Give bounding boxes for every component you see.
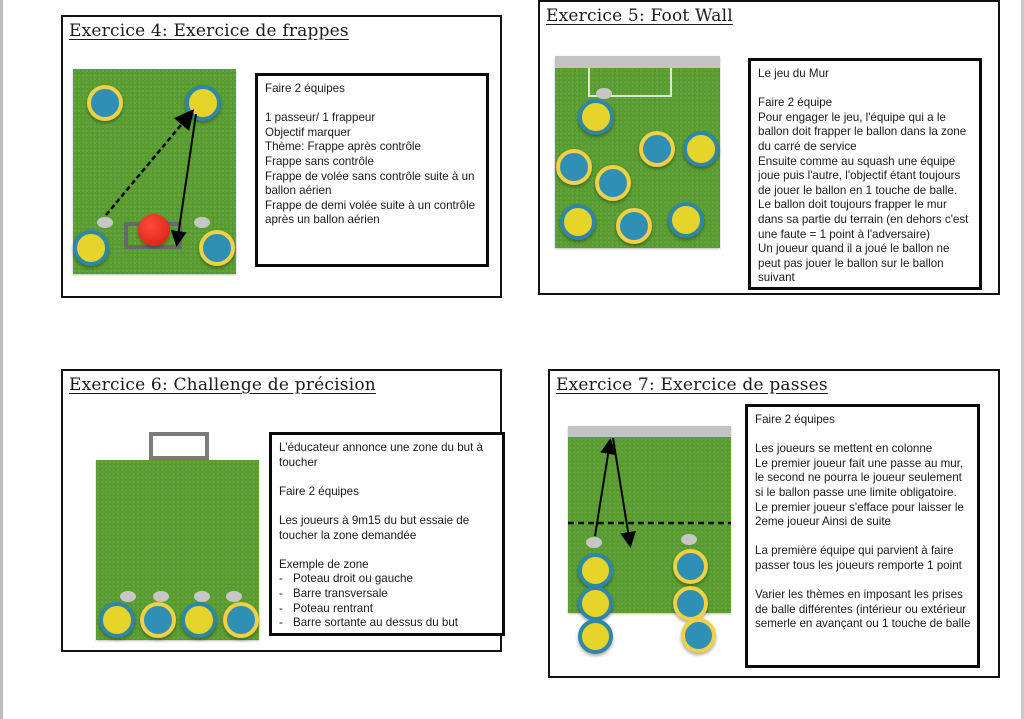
exercise-7-field bbox=[568, 426, 731, 654]
cone bbox=[153, 591, 169, 602]
player-blue bbox=[639, 131, 675, 167]
description-line: Le premier joueur s'efface pour laisser … bbox=[755, 500, 964, 529]
player-blue bbox=[199, 230, 235, 266]
player-yellow bbox=[578, 99, 614, 135]
description-line: Faire 2 équipes bbox=[265, 82, 345, 95]
zone-list-item: -Barre sortante au dessus du but bbox=[279, 616, 458, 630]
exercise-7-description: Faire 2 équipes Les joueurs se mettent e… bbox=[745, 404, 980, 668]
description-line: Frappe de volée sans contrôle suite à un… bbox=[265, 169, 475, 198]
zone-list-item: -Poteau rentrant bbox=[279, 601, 373, 615]
solid-shot-arrow bbox=[170, 113, 197, 247]
description-line: Les joueurs à 9m15 du but essaie de touc… bbox=[279, 513, 470, 542]
player-yellow bbox=[181, 602, 217, 638]
wall bbox=[555, 56, 720, 68]
description-line: Objectif marquer bbox=[265, 125, 351, 139]
cone bbox=[194, 217, 210, 228]
cone bbox=[120, 591, 136, 602]
exercise-7-panel: Exercice 7: Exercice de passes Faire 2 é… bbox=[548, 369, 1000, 678]
player-yellow bbox=[578, 619, 613, 654]
player-blue bbox=[673, 549, 708, 584]
description-line: Pour engager le jeu, l'équipe qui a le b… bbox=[758, 110, 967, 153]
exercise-4-title: Exercice 4: Exercice de frappes bbox=[69, 21, 349, 41]
exercise-6-title: Exercice 6: Challenge de précision bbox=[69, 375, 376, 395]
description-line: Un joueur quand il a joué le ballon ne p… bbox=[758, 242, 950, 285]
description-line: Le ballon doit toujours frapper le mur d… bbox=[758, 198, 969, 241]
description-line: L'éducateur annonce une zone du but à to… bbox=[279, 441, 483, 469]
description-line: Le premier joueur fait une passe au mur,… bbox=[755, 456, 964, 499]
player-blue bbox=[616, 208, 652, 244]
exercise-5-field bbox=[555, 56, 720, 248]
service-zone bbox=[588, 68, 672, 97]
cone bbox=[97, 217, 113, 228]
player-blue bbox=[673, 586, 708, 621]
player-yellow bbox=[560, 204, 596, 240]
player-blue bbox=[140, 602, 176, 638]
player-blue bbox=[595, 165, 631, 201]
exercise-5-panel: Exercice 5: Foot Wall Le jeu du Mur Fair… bbox=[538, 0, 1000, 295]
cone bbox=[226, 591, 242, 602]
cone bbox=[586, 537, 602, 548]
wall bbox=[568, 426, 731, 437]
cone bbox=[681, 534, 697, 545]
description-line: Frappe sans contrôle bbox=[265, 154, 374, 168]
player-blue bbox=[87, 85, 123, 121]
player-yellow bbox=[185, 85, 221, 121]
exercise-7-title: Exercice 7: Exercice de passes bbox=[556, 375, 828, 395]
player-blue bbox=[556, 149, 592, 185]
description-line: Exemple de zone bbox=[279, 557, 369, 571]
description-line: Le jeu du Mur bbox=[758, 67, 829, 80]
exercise-4-field bbox=[73, 69, 236, 274]
page-edge-right bbox=[1021, 0, 1024, 719]
goal-frame bbox=[149, 432, 209, 460]
cone bbox=[596, 88, 612, 99]
description-line: Faire 2 équipes bbox=[755, 413, 835, 426]
player-blue bbox=[681, 618, 716, 653]
cone bbox=[194, 591, 210, 602]
exercise-6-description: L'éducateur annonce une zone du but à to… bbox=[269, 432, 505, 636]
description-line: 1 passeur/ 1 frappeur bbox=[265, 111, 376, 125]
description-line: Les joueurs se mettent en colonne bbox=[755, 442, 933, 456]
player-yellow bbox=[683, 131, 719, 167]
exercise-5-description: Le jeu du Mur Faire 2 équipe Pour engage… bbox=[748, 58, 982, 290]
exercise-7-arrows bbox=[568, 437, 731, 548]
exercise-4-description: Faire 2 équipes 1 passeur/ 1 frappeur Ob… bbox=[255, 73, 489, 267]
player-yellow bbox=[73, 230, 109, 266]
description-line: Ensuite comme au squash une équipe joue … bbox=[758, 154, 961, 197]
player-yellow bbox=[668, 202, 704, 238]
description-line: Frappe de demi volée suite à un contrôle… bbox=[265, 198, 476, 227]
description-line: Thème: Frappe après contrôle bbox=[265, 140, 421, 154]
exercise-6-field bbox=[96, 460, 259, 640]
zone-list-item: -Poteau droit ou gauche bbox=[279, 572, 413, 586]
description-line: Faire 2 équipes bbox=[279, 484, 359, 498]
pass-to-wall-arrow bbox=[594, 438, 617, 537]
rebound-arrow bbox=[612, 437, 636, 548]
exercise-4-panel: Exercice 4: Exercice de frappes Faire 2 … bbox=[61, 15, 502, 298]
zone-list-item: -Barre transversale bbox=[279, 586, 388, 600]
dashed-pass-arrow bbox=[105, 109, 195, 216]
description-line: La première équipe qui parvient à faire … bbox=[755, 544, 962, 572]
player-blue bbox=[223, 602, 259, 638]
exercise-6-panel: Exercice 6: Challenge de précision L'édu… bbox=[61, 369, 505, 652]
exercise-4-arrows bbox=[105, 109, 197, 247]
page-edge-left bbox=[0, 0, 3, 719]
description-line: Faire 2 équipe bbox=[758, 96, 833, 110]
exercise-5-title: Exercice 5: Foot Wall bbox=[546, 6, 733, 26]
player-yellow bbox=[99, 602, 135, 638]
description-line: Varier les thèmes en imposant les prises… bbox=[755, 588, 971, 631]
red-ball bbox=[138, 214, 170, 246]
